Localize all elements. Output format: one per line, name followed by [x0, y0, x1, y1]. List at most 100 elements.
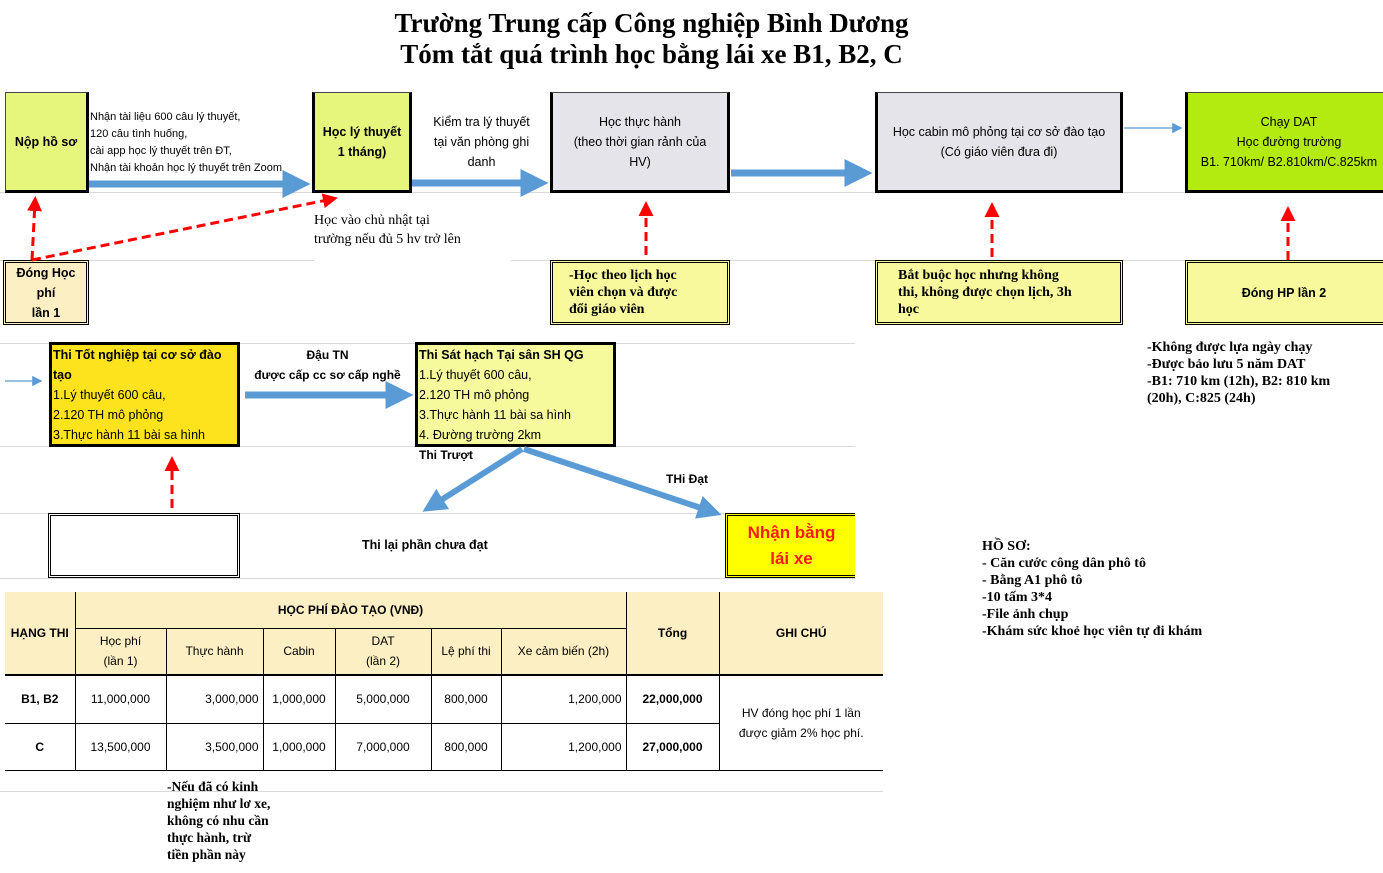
- col-header-practice: Thực hành: [166, 628, 264, 675]
- box-line: đổi giáo viên: [569, 302, 645, 317]
- note-line: nghiệm như lơ xe,: [167, 796, 271, 811]
- note-line: tiền phần này: [167, 847, 246, 862]
- header-line: Cabin: [283, 644, 315, 659]
- box-line: 4. Đường trường 2km: [419, 427, 542, 442]
- cell-value: 3,500,000: [166, 723, 264, 770]
- pay-fee-2-box: Đóng HP lần 2: [1185, 260, 1383, 325]
- list-item: - Bằng A1 phô tô: [982, 573, 1083, 588]
- label-line: được cấp cc sơ cấp nghề: [254, 368, 401, 382]
- cell-value: 1,200,000: [501, 723, 627, 770]
- cell-note: HV đóng học phí 1 lần được giảm 2% học ph…: [719, 675, 883, 771]
- cell-class: C: [5, 723, 76, 770]
- documents-list: HỒ SƠ: - Căn cước công dân phô tô - Bằng A…: [982, 538, 1202, 640]
- list-item: -10 tấm 3*4: [982, 590, 1052, 605]
- col-header-note: GHI CHÚ: [719, 592, 883, 675]
- header-line: Lệ phí thi: [441, 644, 491, 659]
- cell-total: 22,000,000: [626, 675, 720, 723]
- box-label: Đóng HP lần 2: [1241, 285, 1327, 300]
- note-line: tại văn phòng ghi: [433, 135, 530, 149]
- dashed-arrow-fee-to-submit: [27, 196, 43, 261]
- cell-value: 7,000,000: [335, 723, 432, 770]
- list-item: - Căn cước công dân phô tô: [982, 556, 1146, 571]
- box-line: -Học theo lịch học: [569, 268, 677, 283]
- box-heading: Thi Sát hạch Tại sân SH QG: [419, 347, 584, 362]
- note-line: trường nếu đủ 5 hv trở lên: [314, 232, 461, 247]
- box-line: thi, không được chọn lịch, 3h: [898, 285, 1072, 300]
- empty-box: [48, 513, 240, 578]
- table-row: C 13,500,000 3,500,000 1,000,000 7,000,0…: [5, 723, 883, 770]
- note-line: (20h), C:825 (24h): [1147, 391, 1256, 406]
- note-line: HV đóng học phí 1 lần: [741, 705, 861, 720]
- box-heading: Thi Tốt nghiệp tại cơ sở đào: [53, 347, 222, 362]
- arrow-fail: [422, 446, 524, 512]
- schedule-note-box: -Học theo lịch học viên chọn và được đổi g…: [550, 260, 730, 325]
- cell-class: B1, B2: [5, 675, 76, 723]
- note-line: thực hành, trừ: [167, 830, 252, 845]
- box-line: lái xe: [770, 548, 813, 568]
- box-line: 2.120 TH mô phỏng: [53, 407, 164, 422]
- note-line: được giảm 2% học phí.: [738, 725, 864, 740]
- pass-label: THi Đạt: [666, 472, 708, 486]
- pay-fee-1-box: Đóng Học phí lần 1: [3, 260, 89, 325]
- note-line: Học vào chủ nhật tại: [314, 213, 430, 228]
- list-item: -File ảnh chụp: [982, 607, 1069, 622]
- box-line: học: [898, 302, 919, 317]
- header-line: (lần 1): [103, 654, 138, 669]
- table-row: B1, B2 11,000,000 3,000,000 1,000,000 5,…: [5, 675, 883, 771]
- receive-license-box: Nhận bằng lái xe: [725, 513, 855, 578]
- box-line: 3.Thực hành 11 bài sa hình: [53, 427, 205, 442]
- col-header-fee-1: Học phí(lần 1): [75, 628, 167, 675]
- retake-label: Thi lại phần chưa đạt: [362, 538, 488, 552]
- fee-table: HẠNG THI HỌC PHÍ ĐÀO TẠO (VNĐ) Tổng GHI …: [5, 592, 883, 771]
- cabin-simulation-box: Học cabin mô phỏng tại cơ sở đào tạo (Có …: [875, 92, 1123, 193]
- box-line: (Có giáo viên đưa đi): [940, 144, 1058, 159]
- box-line: lần 1: [31, 305, 61, 320]
- box-line: Học cabin mô phỏng tại cơ sở đào tạo: [892, 124, 1106, 139]
- theory-test-note: Kiểm tra lý thuyết tại văn phòng ghi danh: [413, 112, 550, 172]
- list-heading: HỒ SƠ:: [982, 539, 1031, 554]
- note-line: cài app học lý thuyết trên ĐT,: [90, 145, 232, 157]
- box-label: Nộp hồ sơ: [14, 134, 78, 149]
- note-line: Nhận tài liệu 600 câu lý thuyết,: [90, 111, 241, 123]
- box-line: viên chọn và được: [569, 285, 678, 300]
- dat-notes: -Không được lựa ngày chạy -Được bảo lưu 5…: [1147, 339, 1330, 407]
- box-line: (theo thời gian rảnh của: [573, 134, 707, 149]
- box-line: 3.Thực hành 11 bài sa hình: [419, 407, 571, 422]
- col-header-dat: DAT (lần 2): [335, 628, 432, 675]
- note-line: Kiểm tra lý thuyết: [433, 115, 530, 129]
- title-line-1: Trường Trung cấp Công nghiệp Bình Dương: [394, 8, 909, 38]
- col-header-exam-fee: Lệ phí thi: [431, 628, 502, 675]
- box-line: Học lý thuyết: [322, 124, 402, 139]
- cell-value: 3,000,000: [166, 675, 264, 723]
- box-line: Học thực hành: [598, 114, 682, 129]
- note-line: -Không được lựa ngày chạy: [1147, 340, 1313, 355]
- note-line: danh: [467, 155, 496, 169]
- note-line: -Được bảo lưu 5 năm DAT: [1147, 357, 1306, 372]
- cell-value: 800,000: [431, 723, 502, 770]
- note-line: 120 câu tình huống,: [90, 128, 188, 140]
- header-line: Thực hành: [185, 644, 244, 659]
- col-header-class: HẠNG THI: [5, 592, 76, 675]
- header-line: Xe cảm biến (2h): [517, 644, 610, 659]
- box-line: Đóng Học phí: [16, 265, 76, 300]
- box-line: Chạy DAT: [1260, 114, 1318, 129]
- col-header-cabin: Cabin: [263, 628, 336, 675]
- sunday-study-note: Học vào chủ nhật tại trường nếu đủ 5 hv t…: [314, 211, 511, 261]
- cell-value: 1,000,000: [263, 723, 336, 770]
- note-line: -Nếu đã có kinh: [167, 779, 259, 794]
- header-line: DAT: [371, 634, 395, 649]
- cell-value: 800,000: [431, 675, 502, 723]
- box-line: 1.Lý thuyết 600 câu,: [53, 387, 166, 402]
- cell-value: 1,200,000: [501, 675, 627, 723]
- fail-label: Thi Trượt: [419, 448, 473, 462]
- title-line-2: Tóm tắt quá trình học bằng lái xe B1, B2…: [400, 39, 903, 69]
- box-line: Nhận bằng: [747, 522, 836, 542]
- box-line: Bắt buộc học nhưng không: [898, 268, 1059, 283]
- cell-value: 5,000,000: [335, 675, 432, 723]
- header-line: (lần 2): [365, 654, 400, 669]
